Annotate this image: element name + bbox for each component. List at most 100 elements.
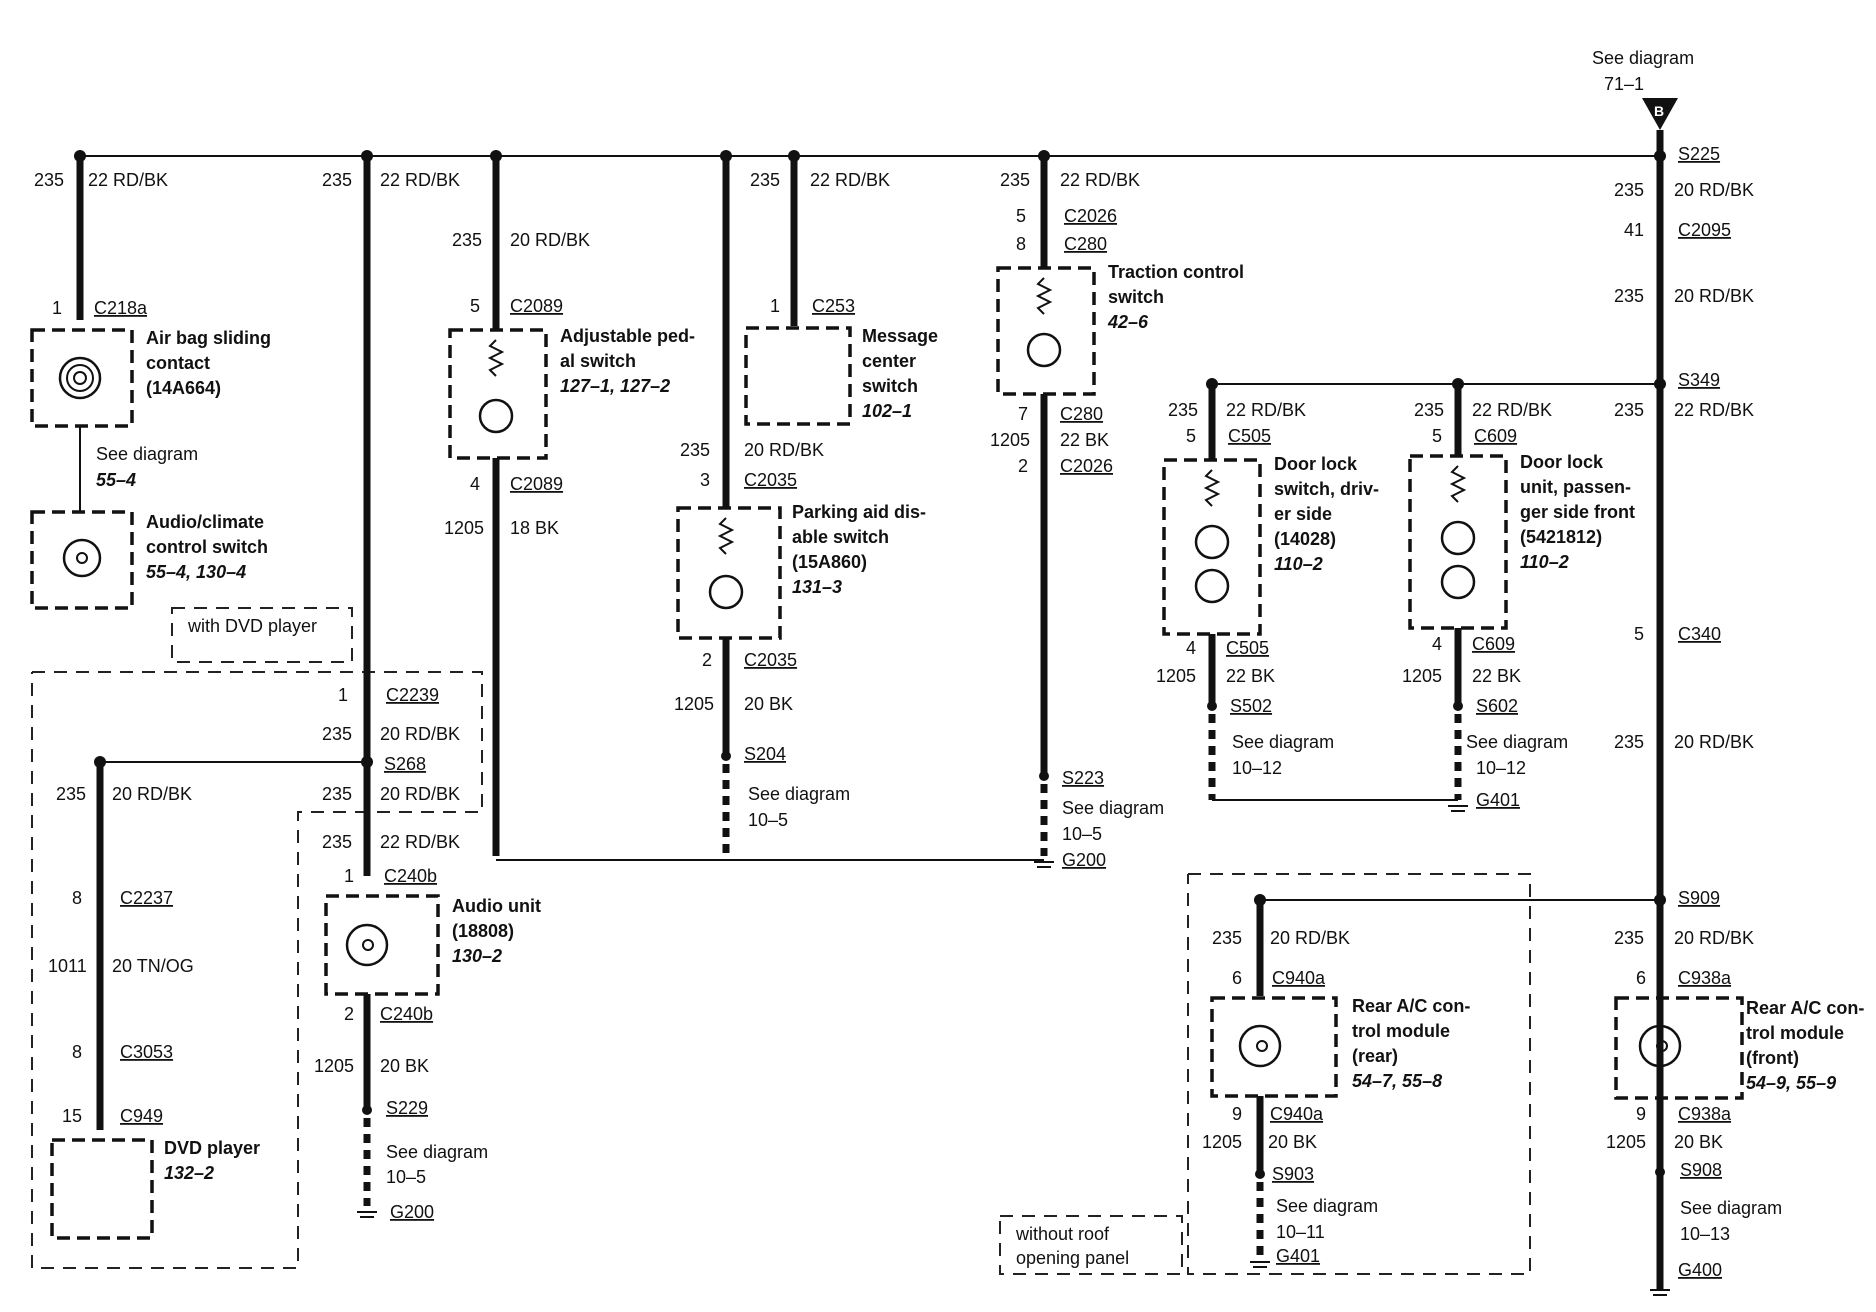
svg-text:235: 235 xyxy=(1000,170,1030,190)
svg-text:102–1: 102–1 xyxy=(862,401,912,421)
svg-text:55–4, 130–4: 55–4, 130–4 xyxy=(146,562,246,582)
svg-text:4: 4 xyxy=(1186,638,1196,658)
svg-text:(14A664): (14A664) xyxy=(146,378,221,398)
svg-text:20 RD/BK: 20 RD/BK xyxy=(380,784,460,804)
svg-text:7: 7 xyxy=(1018,404,1028,424)
svg-text:(front): (front) xyxy=(1746,1048,1799,1068)
svg-text:235: 235 xyxy=(1212,928,1242,948)
svg-text:22 RD/BK: 22 RD/BK xyxy=(1472,400,1552,420)
svg-text:8: 8 xyxy=(72,888,82,908)
svg-text:1: 1 xyxy=(770,296,780,316)
svg-text:10–12: 10–12 xyxy=(1232,758,1282,778)
svg-text:C2095: C2095 xyxy=(1678,220,1731,240)
with-dvd-label-box xyxy=(171,607,353,663)
svg-text:4: 4 xyxy=(1432,634,1442,654)
svg-text:54–9, 55–9: 54–9, 55–9 xyxy=(1746,1073,1836,1093)
svg-text:20 RD/BK: 20 RD/BK xyxy=(1270,928,1350,948)
svg-text:(5421812): (5421812) xyxy=(1520,527,1602,547)
svg-text:C609: C609 xyxy=(1474,426,1517,446)
svg-text:8: 8 xyxy=(72,1042,82,1062)
svg-text:See diagram: See diagram xyxy=(1232,732,1334,752)
svg-text:2: 2 xyxy=(344,1004,354,1024)
svg-text:10–11: 10–11 xyxy=(1276,1222,1325,1242)
svg-text:22 BK: 22 BK xyxy=(1226,666,1275,686)
svg-text:235: 235 xyxy=(56,784,86,804)
svg-text:5: 5 xyxy=(1016,206,1026,226)
svg-text:C609: C609 xyxy=(1472,634,1515,654)
svg-text:235: 235 xyxy=(680,440,710,460)
svg-text:C240b: C240b xyxy=(380,1004,433,1024)
svg-text:110–2: 110–2 xyxy=(1274,554,1323,574)
svg-text:1205: 1205 xyxy=(1606,1132,1646,1152)
svg-text:ger side front: ger side front xyxy=(1520,502,1635,522)
svg-text:center: center xyxy=(862,351,916,371)
svg-text:10–12: 10–12 xyxy=(1476,758,1526,778)
svg-text:4: 4 xyxy=(470,474,480,494)
svg-text:G200: G200 xyxy=(390,1202,434,1222)
svg-text:20 RD/BK: 20 RD/BK xyxy=(1674,286,1754,306)
svg-text:42–6: 42–6 xyxy=(1107,312,1149,332)
svg-text:5: 5 xyxy=(1432,426,1442,446)
svg-text:20 RD/BK: 20 RD/BK xyxy=(1674,180,1754,200)
svg-text:2: 2 xyxy=(702,650,712,670)
svg-text:contact: contact xyxy=(146,353,210,373)
svg-text:Door lock: Door lock xyxy=(1274,454,1358,474)
svg-text:54–7, 55–8: 54–7, 55–8 xyxy=(1352,1071,1442,1091)
dvd-player-box xyxy=(50,1138,154,1240)
svg-text:S223: S223 xyxy=(1062,768,1104,788)
svg-text:235: 235 xyxy=(1614,286,1644,306)
svg-text:C940a: C940a xyxy=(1272,968,1326,988)
svg-text:C2035: C2035 xyxy=(744,650,797,670)
svg-text:20 BK: 20 BK xyxy=(380,1056,429,1076)
svg-text:3: 3 xyxy=(700,470,710,490)
wire-circuit: 235 xyxy=(34,170,64,190)
without-roof-label-box xyxy=(999,1215,1183,1275)
svg-text:20 BK: 20 BK xyxy=(744,694,793,714)
svg-text:C938a: C938a xyxy=(1678,968,1732,988)
svg-text:Audio unit: Audio unit xyxy=(452,896,541,916)
svg-text:switch: switch xyxy=(862,376,918,396)
audio-climate-box xyxy=(30,510,134,610)
svg-text:G400: G400 xyxy=(1678,1260,1722,1280)
svg-text:20 BK: 20 BK xyxy=(1674,1132,1723,1152)
dvd-option-boundary xyxy=(31,671,483,1269)
svg-text:1205: 1205 xyxy=(1156,666,1196,686)
svg-text:S225: S225 xyxy=(1678,144,1720,164)
svg-text:127–1, 127–2: 127–1, 127–2 xyxy=(560,376,670,396)
svg-text:20 RD/BK: 20 RD/BK xyxy=(112,784,192,804)
svg-text:235: 235 xyxy=(1614,400,1644,420)
svg-text:S229: S229 xyxy=(386,1098,428,1118)
svg-text:C2239: C2239 xyxy=(386,685,439,705)
svg-text:20 RD/BK: 20 RD/BK xyxy=(380,724,460,744)
svg-text:C240b: C240b xyxy=(384,866,437,886)
svg-text:235: 235 xyxy=(322,784,352,804)
svg-text:20 RD/BK: 20 RD/BK xyxy=(510,230,590,250)
svg-text:22 RD/BK: 22 RD/BK xyxy=(380,170,460,190)
svg-text:C2237: C2237 xyxy=(120,888,173,908)
svg-text:DVD player: DVD player xyxy=(164,1138,260,1158)
svg-text:235: 235 xyxy=(452,230,482,250)
svg-text:10–5: 10–5 xyxy=(748,810,788,830)
svg-text:See diagram: See diagram xyxy=(1466,732,1568,752)
svg-text:22 RD/BK: 22 RD/BK xyxy=(1674,400,1754,420)
svg-text:S349: S349 xyxy=(1678,370,1720,390)
connector-b-letter: B xyxy=(1654,103,1664,119)
svg-text:G401: G401 xyxy=(1276,1246,1320,1266)
svg-text:See diagram: See diagram xyxy=(1680,1198,1782,1218)
svg-text:C2089: C2089 xyxy=(510,296,563,316)
svg-text:C2035: C2035 xyxy=(744,470,797,490)
svg-text:2: 2 xyxy=(1018,456,1028,476)
svg-text:235: 235 xyxy=(1614,732,1644,752)
svg-text:1: 1 xyxy=(338,685,348,705)
splice-s268: S268 xyxy=(384,754,426,774)
svg-text:10–13: 10–13 xyxy=(1680,1224,1730,1244)
svg-text:C2026: C2026 xyxy=(1060,456,1113,476)
connector-c218a: C218a xyxy=(94,298,148,318)
svg-text:See diagram: See diagram xyxy=(1276,1196,1378,1216)
message-center-box xyxy=(744,326,852,426)
svg-text:C253: C253 xyxy=(812,296,855,316)
svg-text:235: 235 xyxy=(1614,928,1644,948)
svg-text:130–2: 130–2 xyxy=(452,946,502,966)
svg-text:22 RD/BK: 22 RD/BK xyxy=(810,170,890,190)
svg-text:1205: 1205 xyxy=(1402,666,1442,686)
